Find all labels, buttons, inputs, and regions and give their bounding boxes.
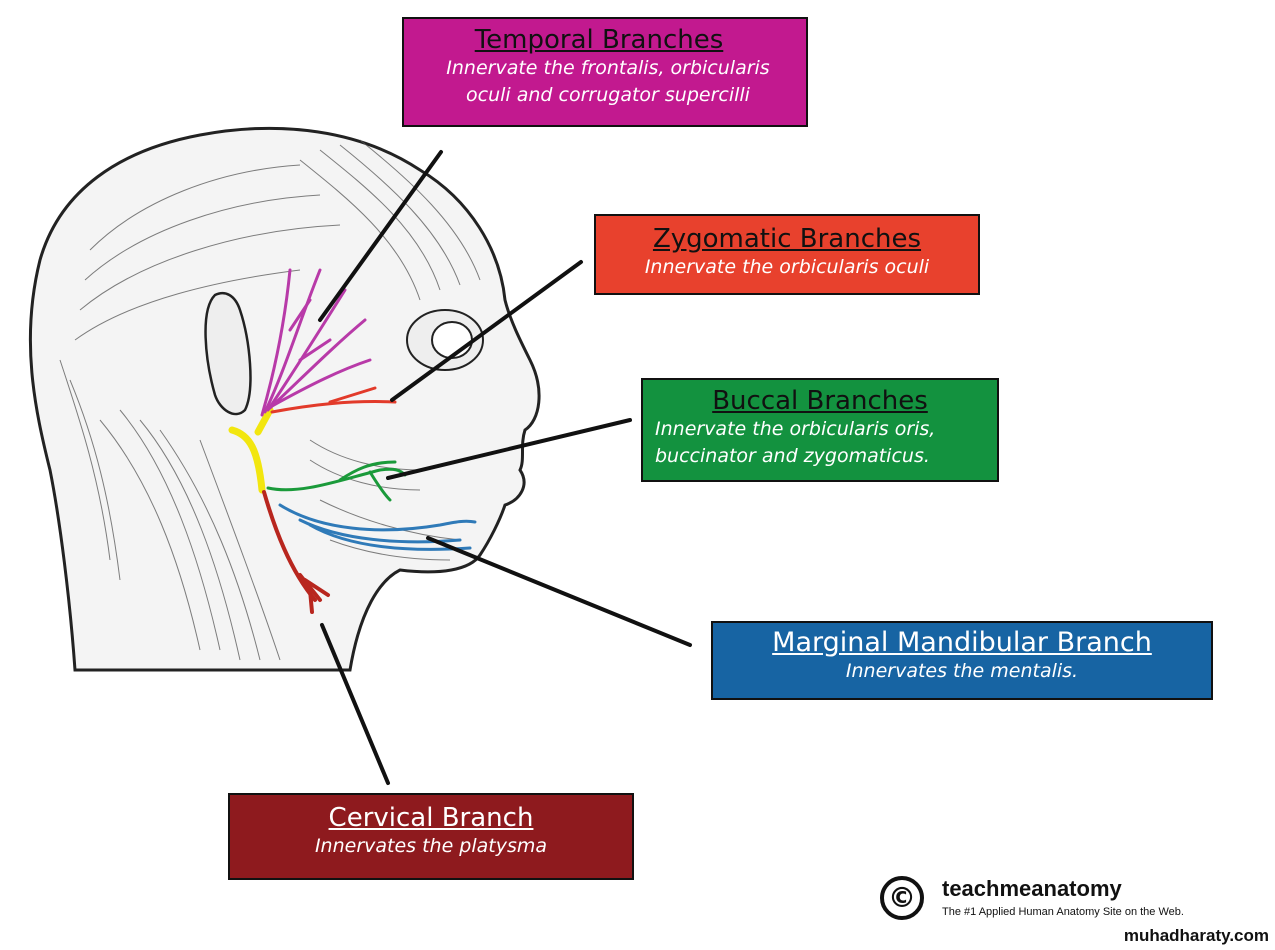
cervical-nerve-branches [262, 490, 330, 614]
muscle-texture [59, 139, 481, 661]
temporal-branches-desc-line1: Innervate the frontalis, orbicularis [446, 57, 770, 79]
buccal-nerve-branches [266, 460, 407, 502]
nerve-trunk [228, 406, 274, 494]
logo-name: teachmeanatomy [942, 876, 1122, 901]
temporal-branches-label: Temporal Branches Innervate the frontali… [402, 17, 808, 127]
buccal-branches-desc-line2: buccinator and zygomaticus. [655, 445, 930, 467]
zygomatic-pointer-line [390, 260, 583, 402]
copyright-icon: © [880, 876, 924, 920]
cervical-branch-title: Cervical Branch [328, 803, 534, 833]
marginal-pointer-line [426, 536, 692, 647]
temporal-nerve-branches [260, 268, 372, 417]
marginal-mandibular-branch-title: Marginal Mandibular Branch [772, 627, 1152, 658]
marginal-mandibular-branch-label: Marginal Mandibular Branch Innervates th… [711, 621, 1213, 700]
buccal-pointer-line [386, 418, 632, 480]
logo-tagline: The #1 Applied Human Anatomy Site on the… [942, 906, 1184, 918]
temporal-branches-title: Temporal Branches [474, 25, 724, 55]
cervical-pointer-line [320, 623, 390, 785]
marginal-mandibular-branch-desc: Innervates the mentalis. [845, 660, 1079, 682]
temporal-branches-desc-line2: oculi and corrugator supercilli [466, 84, 750, 106]
buccal-branches-label: Buccal Branches Innervate the orbiculari… [641, 378, 999, 482]
buccal-branches-title: Buccal Branches [712, 386, 928, 416]
zygomatic-nerve-branches [270, 386, 397, 414]
cervical-branch-label: Cervical Branch Innervates the platysma [228, 793, 634, 880]
watermark: muhadharaty.com [1123, 926, 1269, 945]
zygomatic-branches-label: Zygomatic Branches Innervate the orbicul… [594, 214, 980, 295]
pointer-lines [318, 150, 692, 785]
zygomatic-branches-title: Zygomatic Branches [652, 224, 922, 254]
temporal-pointer-line [318, 150, 443, 322]
buccal-branches-desc-line1: Innervate the orbicularis oris, [655, 418, 936, 440]
cervical-branch-desc: Innervates the platysma [314, 835, 548, 857]
teachmeanatomy-logo[interactable]: © teachmeanatomy The #1 Applied Human An… [880, 876, 1220, 924]
zygomatic-branches-desc: Innervate the orbicularis oculi [644, 256, 930, 278]
ear [204, 291, 252, 416]
